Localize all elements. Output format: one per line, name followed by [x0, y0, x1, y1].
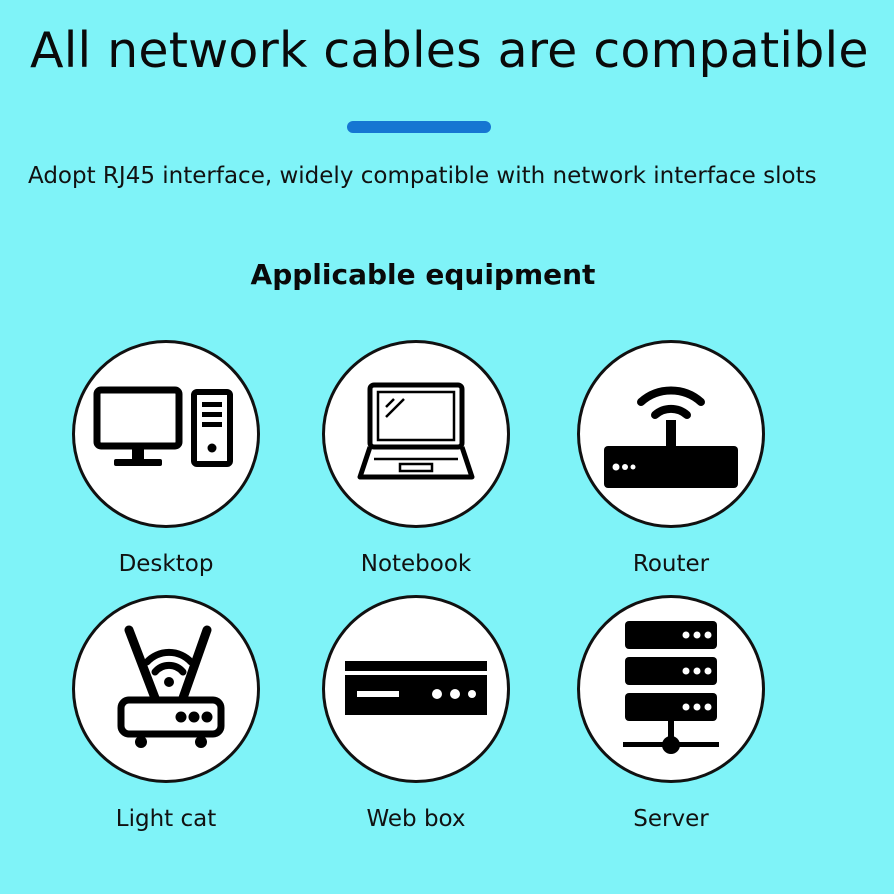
desktop-computer-icon — [93, 386, 233, 467]
device-label-notebook: Notebook — [360, 551, 472, 577]
device-circle — [322, 595, 510, 783]
device-label-web-box: Web box — [366, 806, 466, 832]
device-server: Server — [571, 595, 771, 832]
device-router: Router — [571, 340, 771, 577]
device-circle — [577, 595, 765, 783]
device-circle — [72, 595, 260, 783]
subtext: Adopt RJ45 interface, widely compatible … — [28, 163, 817, 189]
device-notebook: Notebook — [316, 340, 516, 577]
headline: All network cables are compatible — [30, 22, 869, 79]
server-rack-icon — [623, 621, 719, 754]
device-web-box: Web box — [316, 595, 516, 832]
device-circle — [577, 340, 765, 528]
device-light-cat: Light cat — [66, 595, 266, 832]
device-label-desktop: Desktop — [118, 551, 214, 577]
device-label-server: Server — [633, 806, 709, 832]
wifi-router-icon — [604, 386, 738, 488]
modem-antenna-icon — [117, 625, 225, 748]
device-label-light-cat: Light cat — [115, 806, 217, 832]
accent-bar — [347, 121, 491, 133]
device-label-router: Router — [632, 551, 710, 577]
section-title: Applicable equipment — [250, 258, 596, 291]
set-top-box-icon — [345, 661, 487, 715]
device-circle — [322, 340, 510, 528]
device-circle — [72, 340, 260, 528]
device-desktop: Desktop — [66, 340, 266, 577]
laptop-icon — [357, 382, 475, 480]
